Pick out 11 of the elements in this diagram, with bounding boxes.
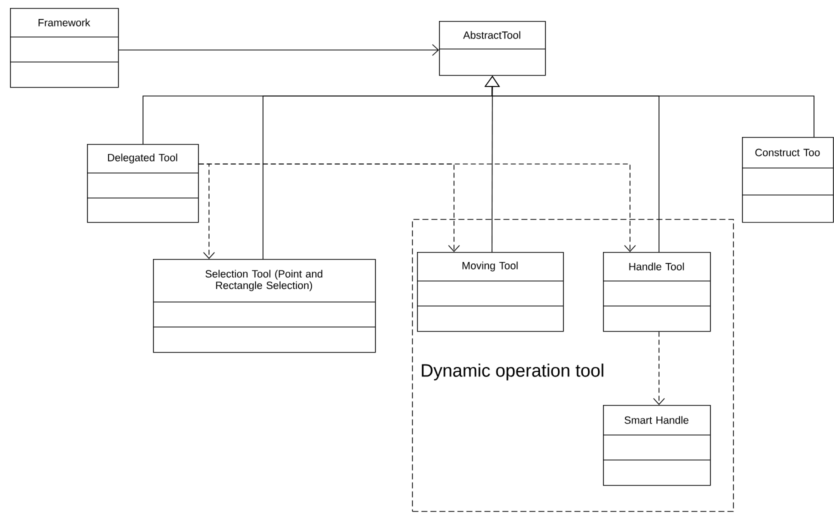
class-box: Selection Tool (Point and Rectangle Selection) — [152, 259, 376, 353]
class-box: AbstractTool — [438, 21, 546, 76]
dependency-arrow — [198, 164, 636, 252]
class-box: Handle Tool — [602, 252, 711, 332]
dependency-arrow — [653, 331, 665, 405]
class-box: Construct Too — [742, 137, 834, 223]
class-box: Moving Tool — [416, 252, 564, 332]
class-box: Smart Handle — [602, 405, 711, 486]
class-box: Framework — [10, 8, 119, 88]
class-box: Delegated Tool — [86, 144, 199, 223]
arrow — [118, 44, 439, 56]
